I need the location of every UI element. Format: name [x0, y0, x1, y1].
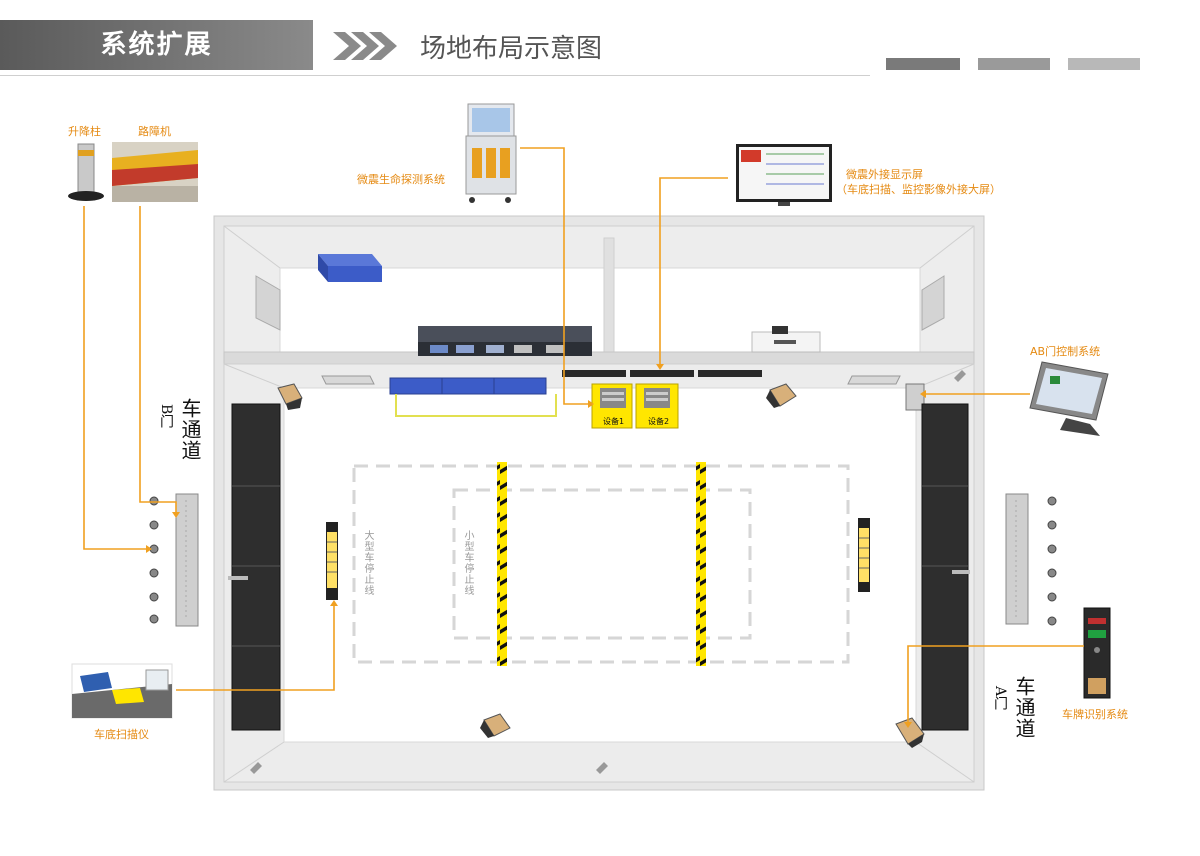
connector-lines: [83, 147, 1084, 724]
road-blocker-right: [1005, 493, 1029, 625]
large-stop-line-label: 大型车停止线: [362, 530, 373, 596]
gate-a-door: [921, 403, 970, 731]
small-vehicle-stop-line: [452, 488, 752, 640]
device-2-box: [635, 383, 679, 429]
display-screen-note: （车底扫描、监控影像外接大屏）: [836, 183, 1001, 196]
under-vehicle-scanner-bar-right: [858, 518, 870, 592]
ab-gate-controller-box: [905, 383, 925, 411]
camera-icon: [480, 713, 511, 738]
gate-b-label: B门: [158, 404, 174, 429]
blue-console: [389, 377, 557, 417]
device-1-box: [591, 383, 633, 429]
lane-b-label: 车通道: [178, 398, 202, 461]
lane-a-label: 车通道: [1012, 676, 1036, 739]
life-detector-image: [465, 103, 517, 203]
wall-panel-left: [255, 275, 281, 331]
camera-icon: [766, 383, 797, 408]
server-cabinet: [318, 254, 382, 282]
arrowheads: [146, 364, 926, 728]
camera-icon: [277, 383, 303, 410]
floor-light-icon: [596, 762, 608, 774]
floor-light-icon: [250, 762, 262, 774]
under-vehicle-scanner-image: [71, 663, 173, 719]
large-vehicle-stop-line: [352, 464, 850, 664]
monitor-wall: [418, 326, 592, 356]
header-divider: [0, 75, 870, 76]
ab-gate-control-label: AB门控制系统: [1030, 345, 1101, 358]
camera-icon: [895, 717, 925, 748]
decor-bar-2: [978, 58, 1050, 70]
gate-a-label: A门: [992, 686, 1008, 711]
hazard-stripe-right: [696, 462, 706, 666]
bollard-row-left: [149, 496, 159, 624]
road-blocker-left: [175, 493, 199, 627]
bollard-label: 升降柱: [68, 125, 101, 138]
decor-bar-3: [1068, 58, 1140, 70]
device-1-label: 设备1: [603, 417, 625, 426]
road-blocker-label: 路障机: [138, 125, 171, 138]
connector-life-detector: [520, 147, 592, 405]
connector-bollard: [83, 206, 146, 550]
header-bar: [0, 20, 313, 70]
external-display-image: [736, 144, 832, 206]
floor-light-icon: [954, 370, 966, 382]
display-screen-label: 微震外接显示屏: [846, 168, 923, 181]
connector-plate-recognition: [907, 645, 1084, 724]
under-vehicle-scanner-label: 车底扫描仪: [94, 728, 149, 741]
connector-road-blocker: [139, 206, 177, 512]
divider-displays: [562, 370, 762, 377]
page-title: 场地布局示意图: [420, 34, 603, 64]
device-2-label: 设备2: [648, 417, 670, 426]
plate-recognition-image: [1083, 607, 1111, 699]
building-outline: [213, 215, 985, 791]
road-blocker-product-image: [112, 142, 198, 202]
under-vehicle-scanner-bar-left: [326, 522, 338, 600]
gate-b-door: [228, 403, 281, 731]
hazard-stripe-left: [497, 462, 507, 666]
connector-scanner: [176, 602, 335, 691]
small-stop-line-label: 小型车停止线: [462, 530, 473, 596]
bollard-row-right: [1047, 496, 1057, 626]
section-title: 系统扩展: [100, 30, 213, 60]
connector-display: [659, 177, 728, 366]
operator-desk: [751, 326, 821, 353]
bollard-product-image: [66, 140, 108, 201]
life-detector-label: 微震生命探测系统: [357, 173, 445, 186]
decor-bar-1: [886, 58, 960, 70]
vent-right: [847, 375, 901, 385]
vent-left: [321, 375, 375, 385]
plate-recognition-label: 车牌识别系统: [1062, 708, 1128, 721]
wall-panel-right: [921, 275, 945, 331]
ab-gate-control-panel-image: [1029, 361, 1109, 436]
